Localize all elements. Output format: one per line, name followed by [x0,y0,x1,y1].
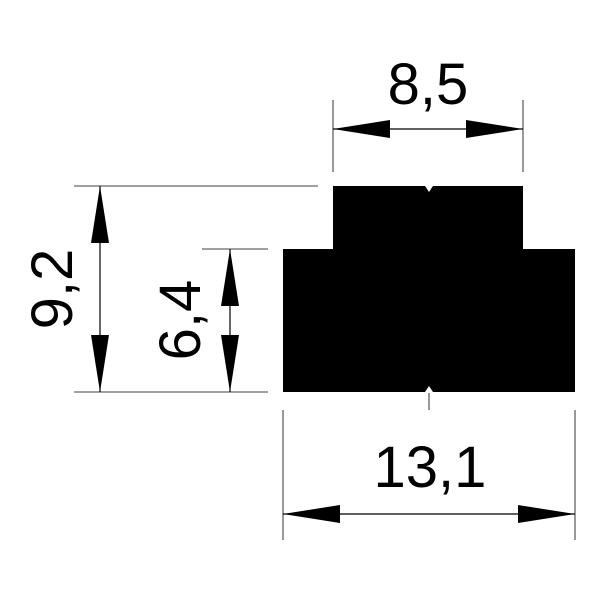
top-arrow-right [466,120,523,138]
total-height-label: 9,2 [20,249,85,330]
base-height-arrow-top [221,249,239,306]
bottom-arrow-left [283,505,340,523]
base-height-arrow-bottom [221,335,239,392]
top-arrow-left [333,120,390,138]
total-height-arrow-top [91,186,109,243]
bottom-arrow-right [518,505,575,523]
base-height-label: 6,4 [148,280,213,361]
total-height-arrow-bottom [91,335,109,392]
t-profile-shape [283,186,575,392]
top-width-label: 8,5 [388,52,469,117]
bottom-width-label: 13,1 [374,435,487,500]
